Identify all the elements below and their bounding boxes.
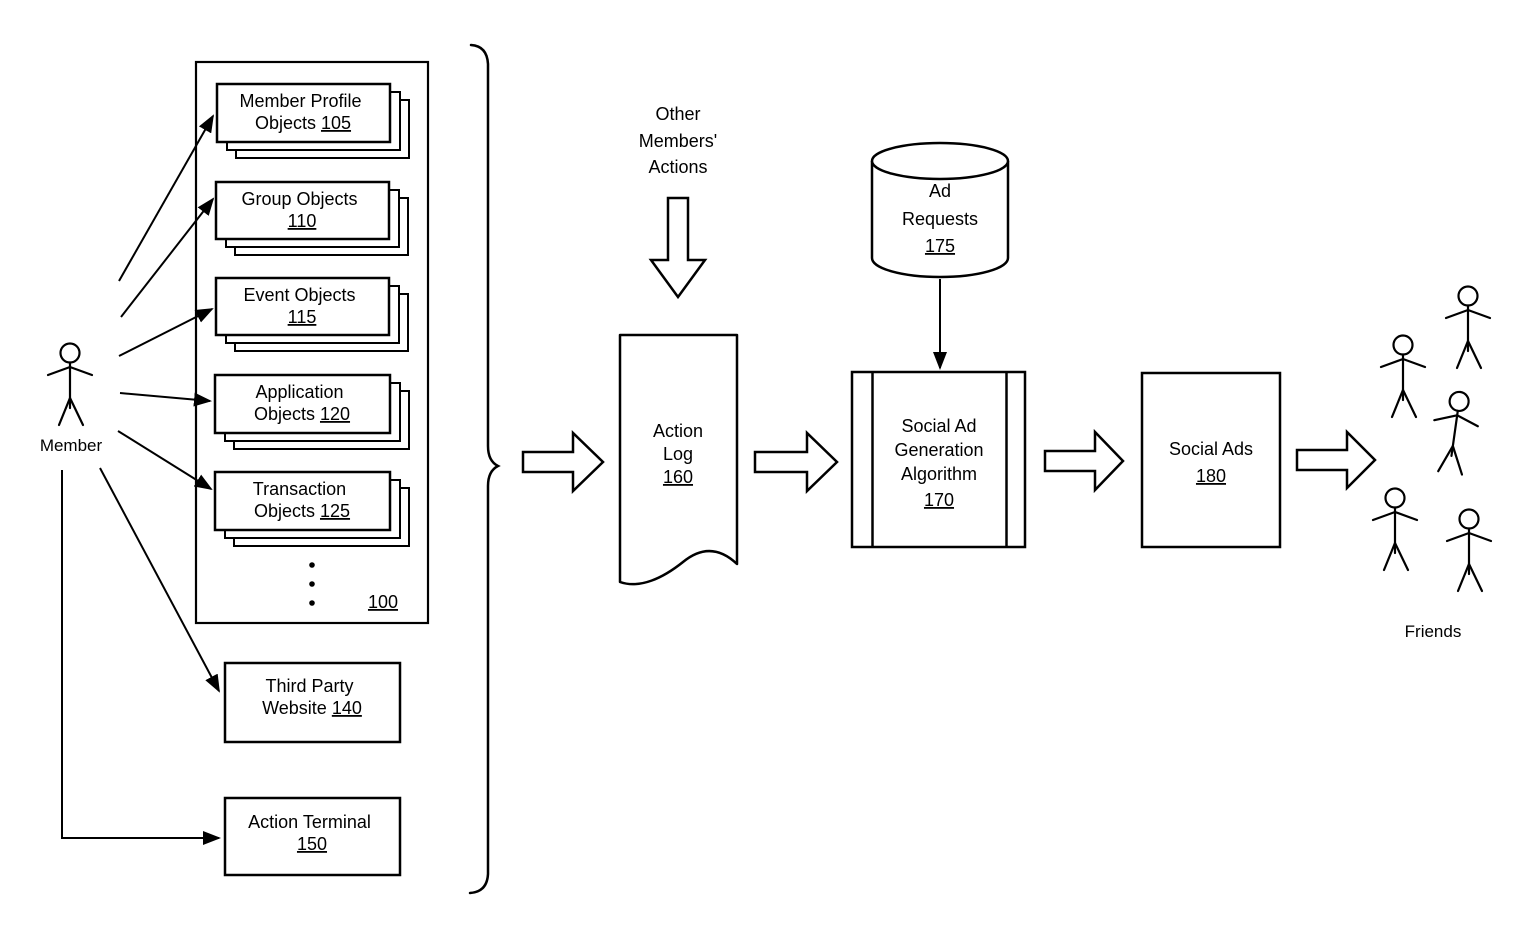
friend-figure-icon — [1444, 285, 1492, 370]
svg-text:Other: Other — [655, 104, 700, 124]
svg-text:180: 180 — [1196, 466, 1226, 486]
action-log-document: Action Log 160 — [618, 333, 739, 586]
svg-text:Group Objects 110: Group Objects 110 — [241, 189, 362, 231]
friend-figure-icon — [1371, 487, 1419, 572]
svg-text:Generation: Generation — [894, 440, 983, 460]
friend-figure-icon — [1445, 508, 1493, 593]
action-terminal-box: Action Terminal 150 — [223, 796, 402, 877]
block-arrow-ads-to-friends — [1295, 428, 1377, 492]
svg-text:Actions: Actions — [648, 157, 707, 177]
svg-text:Transaction Objects 125: Transaction Objects 125 — [253, 479, 351, 521]
friends-label: Friends — [1405, 622, 1462, 641]
arrow-member-to-group — [120, 197, 215, 318]
friends-figures — [1371, 285, 1493, 593]
svg-text:175: 175 — [925, 236, 955, 256]
object-store-ref-label: 100 — [368, 592, 398, 612]
block-arrow-algorithm-to-ads — [1043, 428, 1125, 494]
block-arrow-other-actions-down — [648, 196, 708, 300]
ellipsis-dots — [309, 562, 315, 606]
svg-text:Social Ad: Social Ad — [901, 416, 976, 436]
grouping-brace — [468, 43, 501, 895]
member-label: Member — [40, 436, 103, 455]
arrow-member-to-member-profile — [118, 114, 214, 282]
member-figure-icon — [46, 342, 94, 427]
friend-figure-icon — [1426, 387, 1484, 477]
arrow-member-to-third-party — [99, 467, 220, 693]
svg-text:170: 170 — [924, 490, 954, 510]
object-store-container-box — [194, 60, 430, 625]
svg-text:Requests: Requests — [902, 209, 978, 229]
third-party-website-box: Third Party Website 140 — [223, 661, 402, 744]
svg-text:Members': Members' — [639, 131, 717, 151]
social-ads-box: Social Ads 180 — [1140, 371, 1282, 549]
other-members-actions-label: Other Members' Actions — [639, 104, 717, 177]
block-arrow-brace-to-action-log — [521, 430, 605, 494]
social-ad-algorithm-box: Social Ad Generation Algorithm 170 — [850, 370, 1027, 549]
friend-figure-icon — [1379, 334, 1427, 419]
svg-text:160: 160 — [663, 467, 693, 487]
ad-requests-cylinder: Ad Requests 175 — [870, 141, 1010, 279]
arrow-member-to-event — [118, 308, 214, 357]
svg-text:Application Objects 120: Application Objects 120 — [254, 382, 350, 424]
transaction-objects-box: Transaction Objects 125 — [213, 470, 410, 547]
svg-text:Algorithm: Algorithm — [901, 464, 977, 484]
svg-text:Social Ads: Social Ads — [1169, 439, 1253, 459]
event-objects-box: Event Objects 115 — [214, 276, 409, 352]
svg-text:Member Profile Objects 1: Member Profile Objects 105 — [239, 91, 366, 133]
member-profile-objects-box: Member Profile Objects 105 — [215, 82, 410, 159]
svg-text:Log: Log — [663, 444, 693, 464]
svg-text:Event Objects 115: Event Objects 115 — [243, 285, 360, 327]
svg-text:Ad: Ad — [929, 181, 951, 201]
block-arrow-log-to-algorithm — [753, 430, 839, 494]
svg-text:Action Terminal 150: Action Terminal 150 — [248, 812, 376, 854]
svg-text:Action: Action — [653, 421, 703, 441]
group-objects-box: Group Objects 110 — [214, 180, 409, 256]
application-objects-box: Application Objects 120 — [213, 373, 410, 450]
arrow-member-to-action-terminal — [61, 470, 221, 845]
svg-text:Third Party Website 140: Third Party Website 140 — [262, 676, 362, 718]
